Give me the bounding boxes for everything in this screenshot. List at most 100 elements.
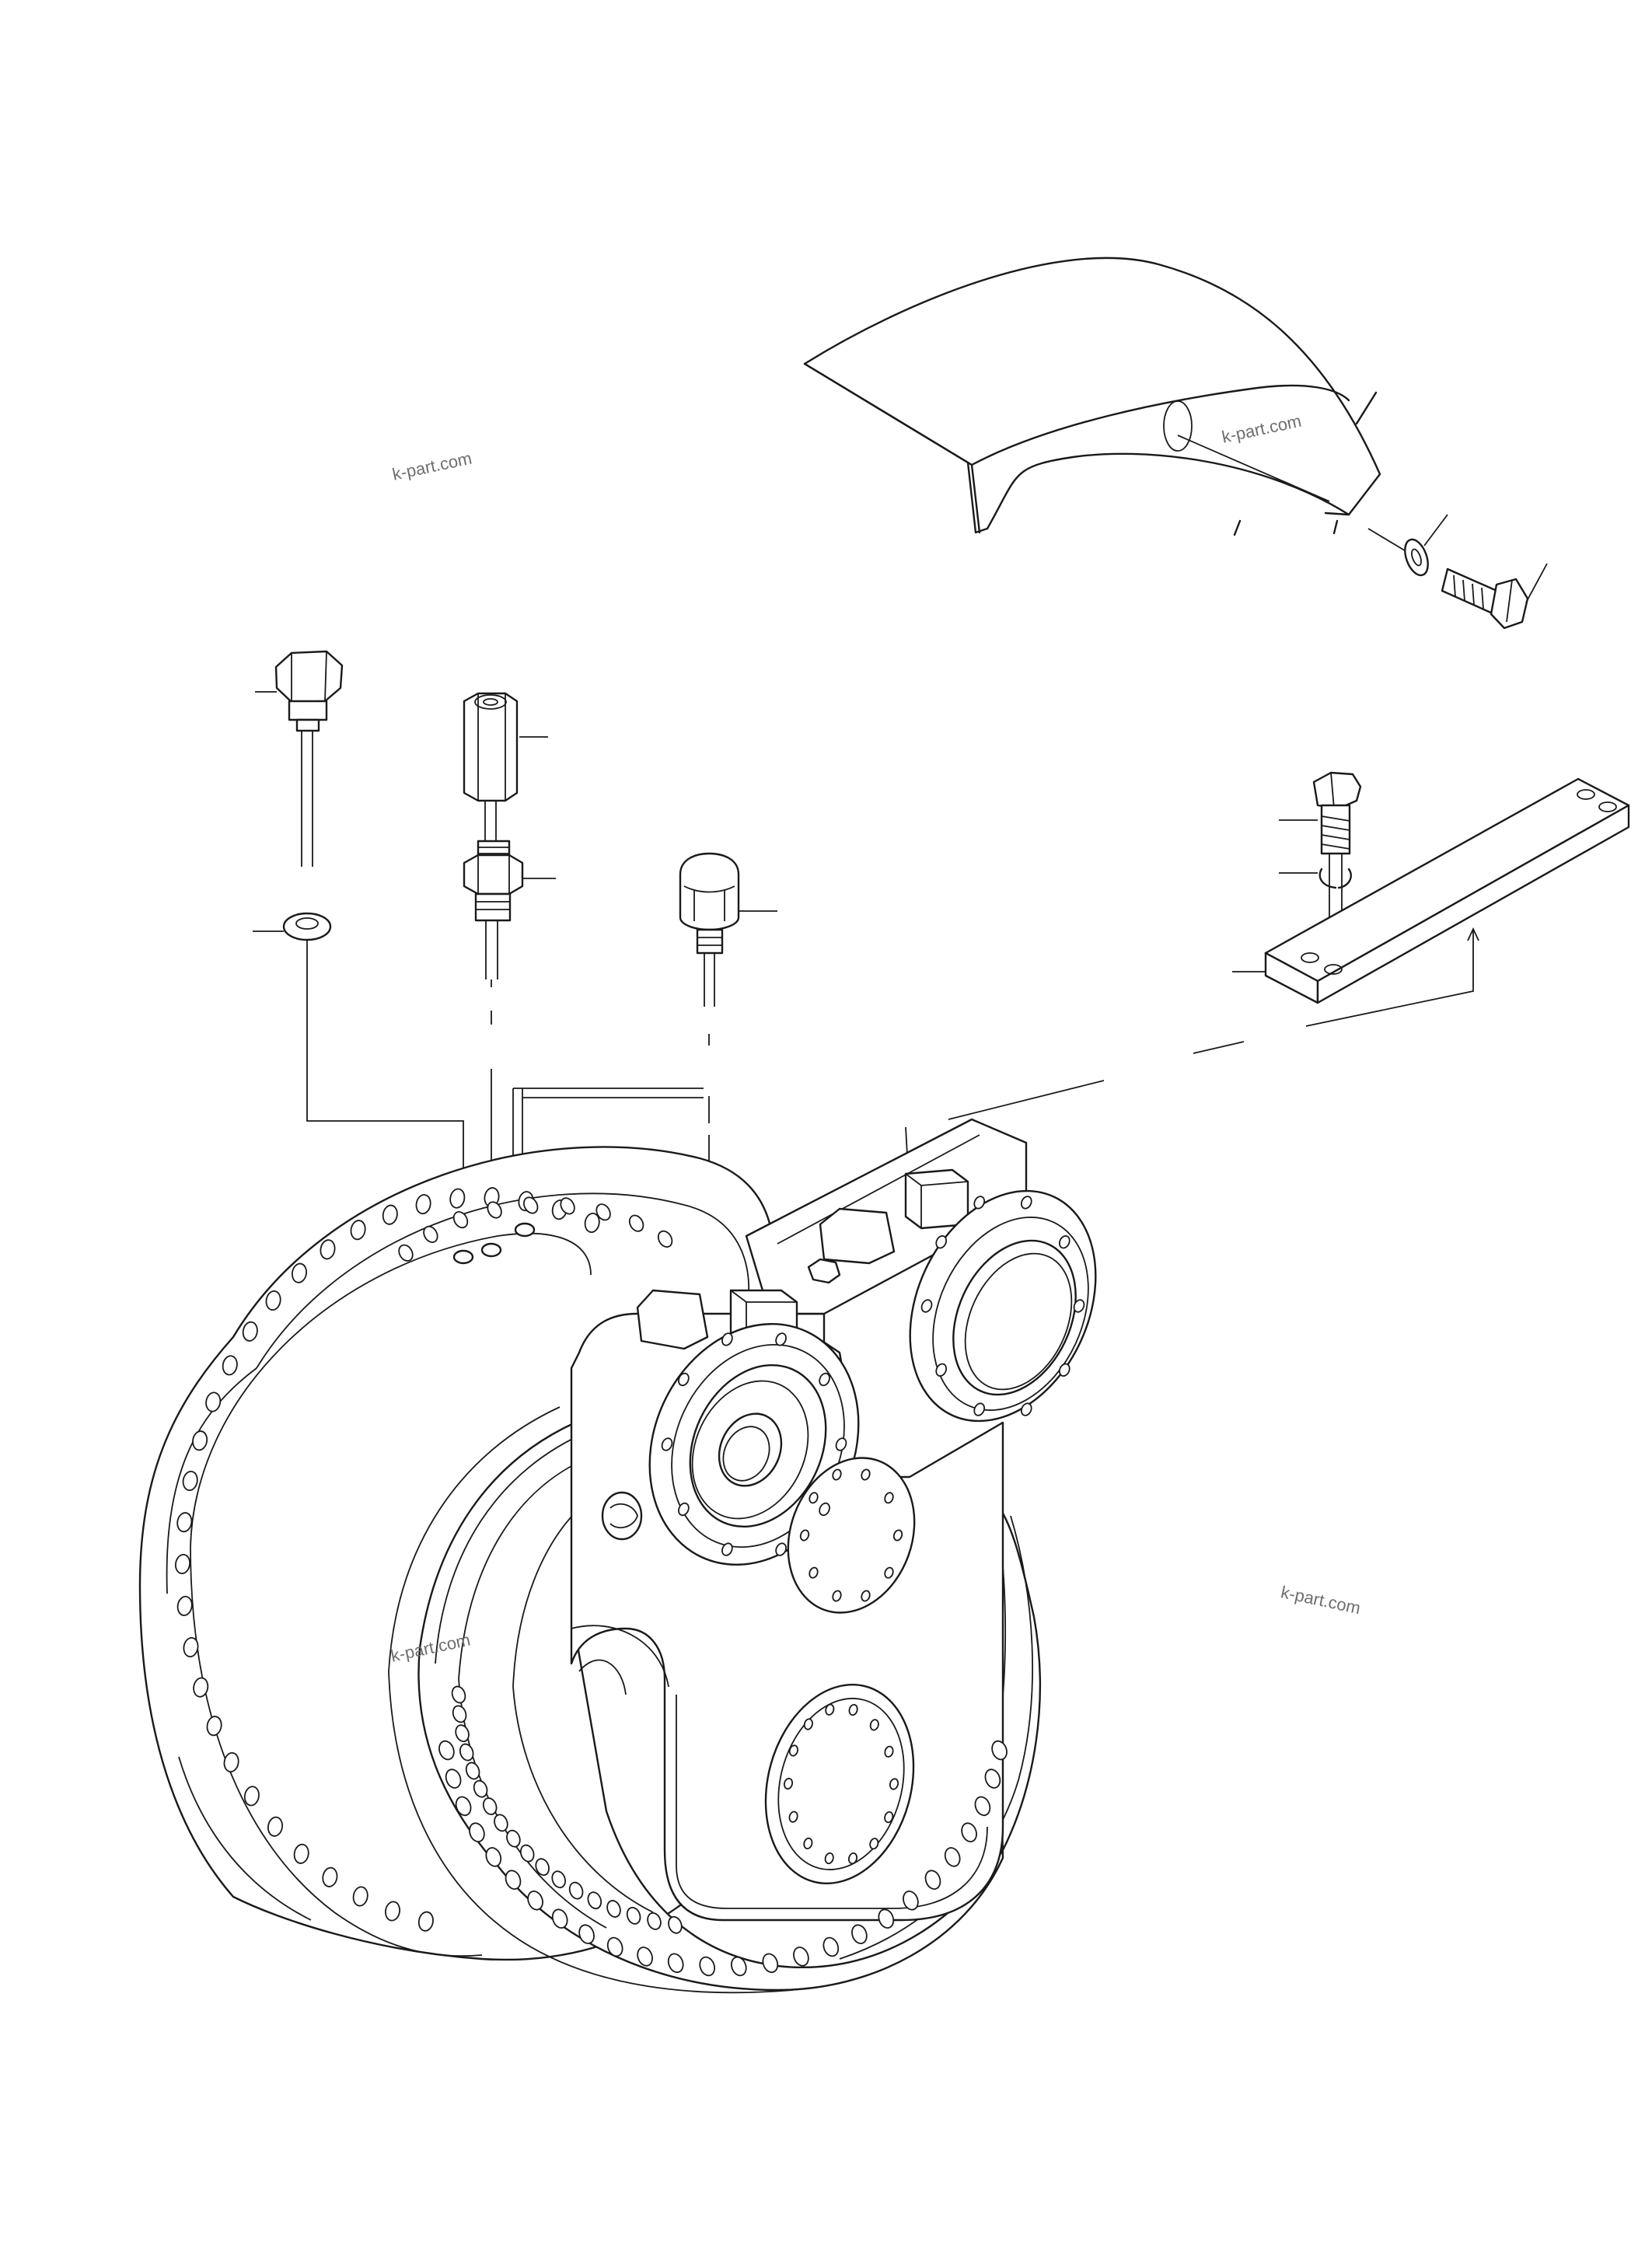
bolt-hole — [889, 1778, 899, 1790]
bolt-hole — [455, 1724, 470, 1743]
bolt-hole — [667, 1953, 684, 1974]
bolt-hole — [788, 1810, 798, 1823]
bolt-hole — [206, 1716, 222, 1737]
breather-plug[interactable] — [255, 650, 344, 867]
bolt-hole — [523, 1196, 539, 1214]
leader-line — [948, 1041, 1245, 1120]
support-bar[interactable] — [1232, 777, 1630, 1027]
bolt-hole — [455, 1796, 472, 1817]
bolt-hole — [1058, 1235, 1070, 1249]
bolt-hole — [861, 1468, 871, 1481]
bolt-hole — [920, 1299, 933, 1313]
bolt-hole — [222, 1355, 238, 1376]
bolt-hole — [861, 1590, 871, 1602]
bolt-hole — [485, 1847, 502, 1867]
hex-bolt[interactable] — [1441, 563, 1548, 630]
bolt-hole — [884, 1492, 894, 1504]
bolt-hole — [482, 1797, 498, 1816]
bolt-hole — [935, 1363, 948, 1377]
bolt-hole — [878, 1908, 895, 1929]
bolt-hole — [788, 1744, 798, 1757]
bolt-hole — [243, 1786, 260, 1807]
bolt-hole — [451, 1685, 466, 1704]
bolt-hole — [182, 1470, 198, 1492]
bolt-hole — [824, 1852, 834, 1865]
flange-bolt-holes — [174, 1187, 1085, 1977]
bolt-hole — [445, 1768, 462, 1789]
bolt-hole — [415, 1194, 431, 1215]
bolt-hole — [984, 1768, 1001, 1789]
bolt-hole — [961, 1822, 977, 1842]
bolt-hole — [506, 1829, 521, 1848]
bolt-hole — [799, 1529, 810, 1541]
bolt-hole — [384, 1901, 401, 1922]
bolt-hole — [809, 1566, 819, 1579]
bolt-hole — [293, 1843, 309, 1864]
bolt-hole — [242, 1321, 258, 1342]
bolt-hole — [438, 1740, 455, 1761]
bolt-hole — [847, 1852, 858, 1865]
bolt-hole — [803, 1718, 813, 1730]
bolt-hole — [699, 1956, 716, 1977]
bolt-hole — [823, 1936, 840, 1957]
bolt-hole — [606, 1936, 623, 1957]
bolt-hole — [657, 1230, 673, 1248]
bolt-hole — [762, 1953, 779, 1974]
lock-washer[interactable] — [1367, 514, 1448, 578]
bolt-hole — [647, 1912, 662, 1930]
bolt-hole — [775, 1542, 787, 1556]
seal-washer[interactable] — [253, 912, 332, 941]
bolt-hole — [809, 1492, 819, 1504]
bolt-hole — [1020, 1196, 1032, 1210]
bolt-hole — [678, 1372, 690, 1387]
bolt-hole — [678, 1502, 690, 1517]
bolt-hole — [973, 1402, 986, 1416]
bolt-hole — [892, 1529, 903, 1541]
bar-washer[interactable] — [1279, 868, 1352, 889]
bolt-hole — [848, 1704, 858, 1716]
bolt-hole — [628, 1214, 644, 1232]
bolt-hole — [924, 1870, 941, 1890]
bolt-hole — [352, 1886, 368, 1907]
bolt-hole — [176, 1512, 193, 1533]
level-plug[interactable] — [679, 852, 777, 1007]
adapter-fitting[interactable] — [463, 840, 556, 979]
bolt-hole — [465, 1761, 480, 1780]
leader-line — [1356, 392, 1377, 424]
bolt-hole — [935, 1235, 948, 1249]
hex-extension[interactable] — [463, 692, 548, 843]
bolt-hole — [192, 1430, 208, 1451]
bolt-hole — [668, 1915, 683, 1934]
bolt-hole — [417, 1911, 434, 1932]
bolt-hole — [267, 1816, 284, 1837]
bolt-hole — [869, 1838, 879, 1850]
bolt-hole — [568, 1881, 584, 1900]
bolt-hole — [869, 1719, 879, 1731]
final-drive-housing[interactable] — [138, 1118, 1131, 1994]
bolt-hole — [291, 1262, 308, 1283]
bolt-hole — [473, 1779, 488, 1798]
bolt-hole — [398, 1244, 414, 1262]
bolt-hole — [721, 1332, 733, 1346]
bolt-hole — [835, 1437, 847, 1451]
bolt-hole — [320, 1239, 336, 1260]
bolt-hole — [519, 1844, 535, 1863]
bolt-hole — [487, 1201, 502, 1219]
bolt-hole — [1020, 1402, 1032, 1416]
bolt-hole — [265, 1290, 281, 1311]
bolt-hole — [730, 1956, 747, 1977]
bolt-hole — [560, 1197, 575, 1215]
bolt-hole — [803, 1837, 813, 1849]
bolt-hole — [793, 1947, 809, 1967]
bolt-hole — [884, 1811, 894, 1824]
bar-bolt[interactable] — [1279, 771, 1362, 968]
cover-guard[interactable] — [803, 257, 1381, 536]
bolt-hole — [903, 1891, 919, 1911]
bolt-hole — [350, 1220, 366, 1241]
bolt-hole — [578, 1924, 595, 1944]
bolt-hole — [449, 1188, 466, 1209]
bolt-hole — [721, 1542, 733, 1556]
bolt-hole — [423, 1225, 438, 1243]
bolt-hole — [637, 1947, 653, 1967]
